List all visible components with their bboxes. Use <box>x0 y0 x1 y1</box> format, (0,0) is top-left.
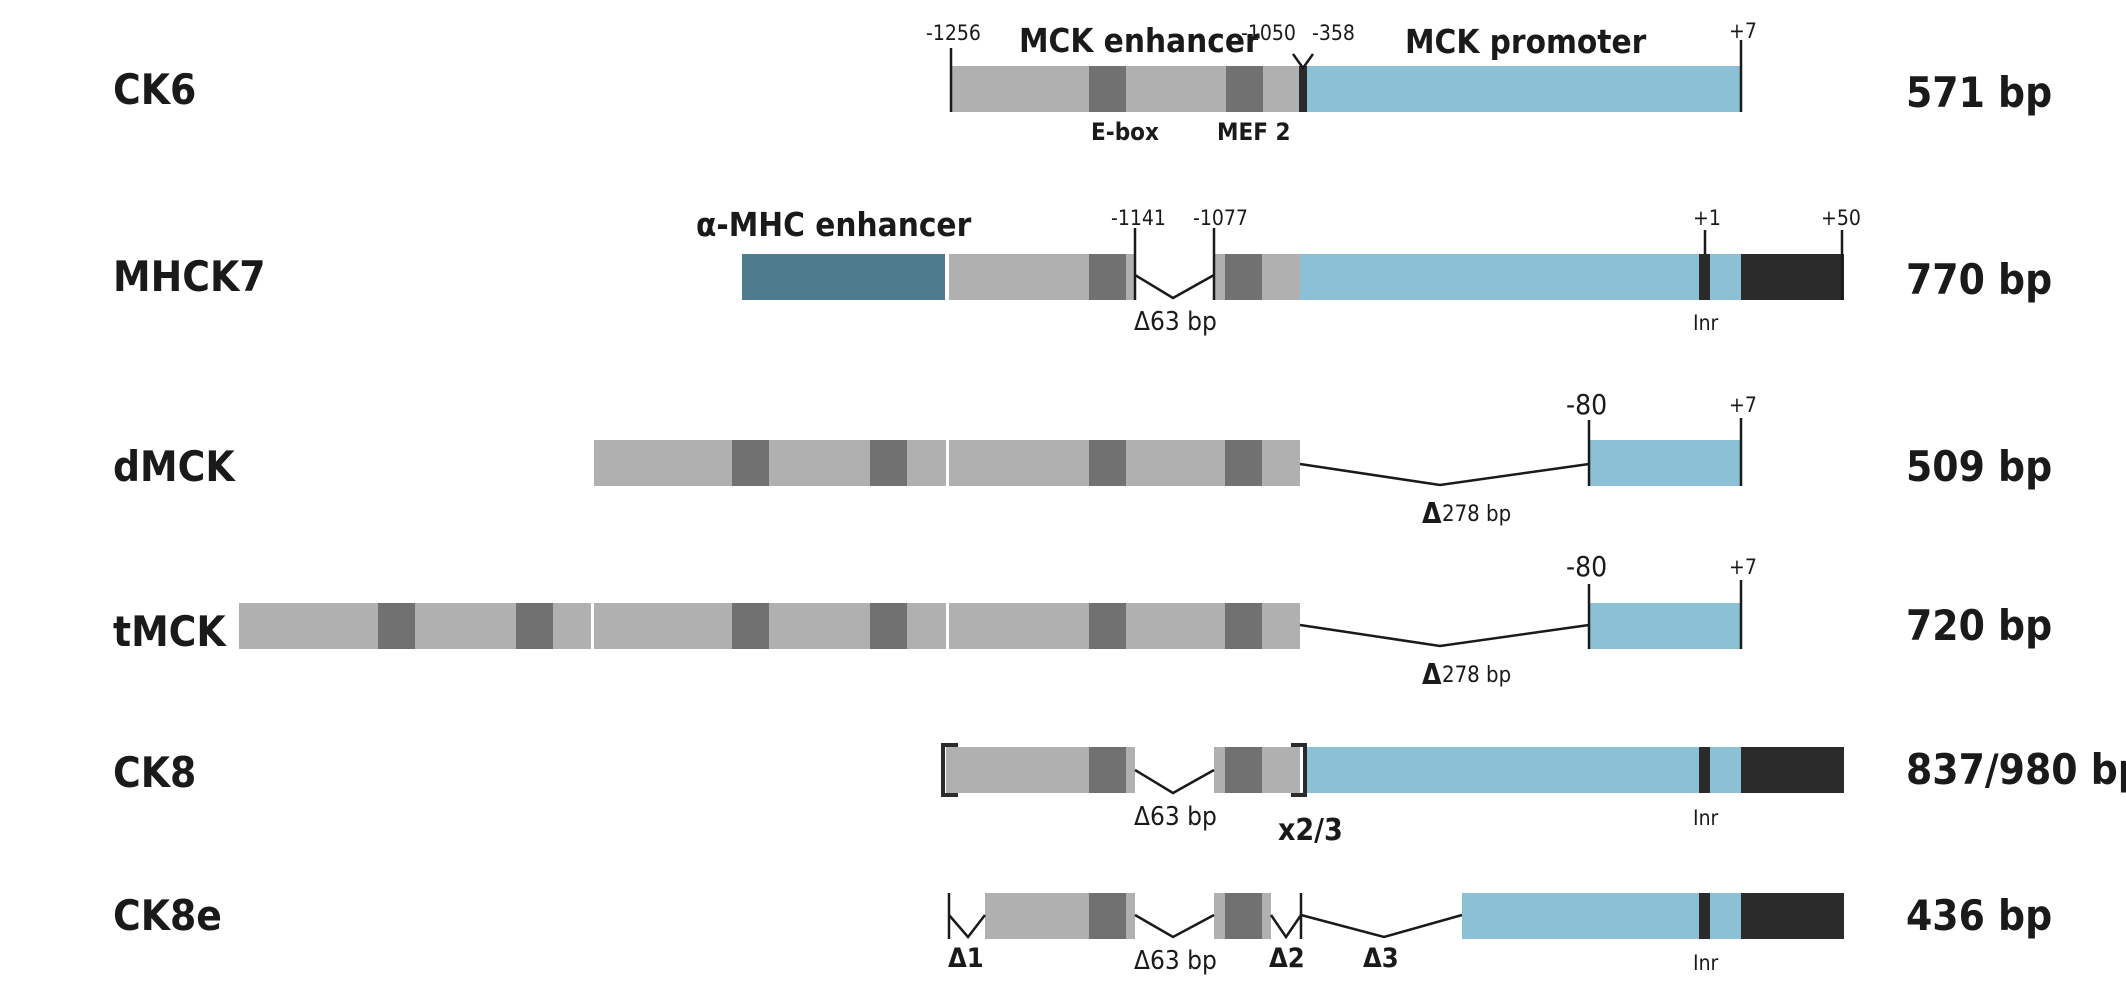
construct-name-ck8e: CK8e <box>113 891 222 940</box>
construct-name-tmck: tMCK <box>113 607 227 656</box>
tmck-coord-end: +7 <box>1729 555 1757 579</box>
ck8e-delta3-line <box>1300 913 1463 939</box>
dmck-copy2-mef2 <box>1225 440 1262 486</box>
construct-size-mhck7: 770 bp <box>1906 255 2052 304</box>
ck6-junction-caret <box>1291 53 1315 71</box>
ck8e-exon-block <box>1741 893 1844 939</box>
mck-enhancer-heading: MCK enhancer <box>1019 21 1260 60</box>
ck8-right-bracket <box>1291 743 1307 797</box>
mhck7-inr-block <box>1699 254 1710 300</box>
mhck7-coord-deletion-start: -1141 <box>1111 206 1166 230</box>
ck8-inr-label: Inr <box>1693 806 1719 830</box>
tmck-copy2-e-box <box>732 603 769 649</box>
ck6-mef2-block <box>1226 66 1263 112</box>
ck6-e-box-block <box>1089 66 1126 112</box>
ck8e-delta2-label: Δ2 <box>1269 943 1305 974</box>
ck8-left-bracket <box>941 743 958 797</box>
ck8-construct: Δ63 bp x2/3 Inr <box>941 743 1844 848</box>
mhck7-exon-block <box>1741 254 1844 300</box>
mhc-enhancer-heading: α-MHC enhancer <box>696 205 972 244</box>
tmck-copy3-e-box <box>1089 603 1126 649</box>
tmck-promoter-block <box>1589 603 1741 649</box>
ck6-coord-end: +7 <box>1729 19 1757 43</box>
construct-size-ck6: 571 bp <box>1906 68 2052 117</box>
ck8e-inr-block <box>1699 893 1710 939</box>
dmck-construct: -80 +7 Δ 278 bp <box>594 388 1757 530</box>
tmck-copy2-mef2 <box>870 603 907 649</box>
construct-name-mhck7: MHCK7 <box>113 252 266 301</box>
tmck-delta-symbol: Δ <box>1422 658 1442 691</box>
ck8-inr-block <box>1699 747 1710 793</box>
ck8e-delta1-v <box>948 914 986 939</box>
ck8e-delta63-v <box>1134 913 1215 939</box>
ck8-e-box-block <box>1089 747 1126 793</box>
mhck7-coord-tss: +1 <box>1693 206 1721 230</box>
ck8e-delta3-label: Δ3 <box>1363 943 1399 974</box>
mhck7-construct: α-MHC enhancer -1141 -1077 +1 +50 Δ63 bp… <box>696 205 1861 337</box>
mhck7-coord-deletion-end: -1077 <box>1193 206 1248 230</box>
dmck-promoter-block <box>1589 440 1741 486</box>
ck8-mef2-block <box>1225 747 1262 793</box>
mhck7-mck-promoter-block <box>1300 254 1741 300</box>
mhck7-e-box-block <box>1089 254 1126 300</box>
construct-name-ck6: CK6 <box>113 65 196 114</box>
ck8-deletion-v <box>1134 768 1215 795</box>
ck8-delta63-label: Δ63 bp <box>1134 802 1217 832</box>
mhck7-coord-end: +50 <box>1821 206 1861 230</box>
tmck-deletion-line <box>1299 623 1590 648</box>
mhck7-mef2-block <box>1225 254 1262 300</box>
dmck-coord-end: +7 <box>1729 393 1757 417</box>
ck8-multiplier-label: x2/3 <box>1278 813 1343 848</box>
mhck7-delta63-label: Δ63 bp <box>1134 307 1217 337</box>
construct-size-ck8e: 436 bp <box>1906 891 2052 940</box>
construct-size-ck8: 837/980 bp <box>1906 745 2126 794</box>
ck6-construct: MCK enhancer MCK promoter -1256 -1050 -3… <box>926 19 1757 146</box>
ck8e-mef2-block <box>1225 893 1262 939</box>
dmck-coord-promoter-start: -80 <box>1566 388 1607 421</box>
ck8-exon-block <box>1741 747 1844 793</box>
dmck-delta-size: 278 bp <box>1442 502 1511 527</box>
dmck-copy1-mef2 <box>870 440 907 486</box>
dmck-deletion-line <box>1299 462 1590 487</box>
dmck-copy1-e-box <box>732 440 769 486</box>
construct-size-tmck: 720 bp <box>1906 601 2052 650</box>
tmck-coord-promoter-start: -80 <box>1566 550 1607 583</box>
ck8e-delta63-label: Δ63 bp <box>1134 946 1217 976</box>
construct-name-dmck: dMCK <box>113 442 236 491</box>
tmck-delta-size: 278 bp <box>1442 663 1511 688</box>
mck-promoter-heading: MCK promoter <box>1405 22 1647 61</box>
ck6-coord-promoter-start: -358 <box>1312 21 1355 45</box>
e-box-label: E-box <box>1091 118 1159 146</box>
tmck-copy1-mef2 <box>516 603 553 649</box>
tmck-copy3-mef2 <box>1225 603 1262 649</box>
mhck7-inr-label: Inr <box>1693 311 1719 335</box>
ck8e-delta1-label: Δ1 <box>948 943 984 974</box>
ck6-coord-enhancer-end: -1050 <box>1241 21 1296 45</box>
mhck7-deletion-v <box>1134 273 1215 300</box>
tmck-construct: -80 +7 Δ 278 bp <box>239 550 1757 691</box>
ck6-coord-start: -1256 <box>926 21 981 45</box>
ck8e-e-box-block <box>1089 893 1126 939</box>
mhck7-mhc-enhancer-block <box>742 254 945 300</box>
ck8e-delta2-v <box>1269 914 1303 940</box>
ck6-mck-promoter-block <box>1307 66 1741 112</box>
ck8e-promoter-block <box>1462 893 1741 939</box>
construct-size-dmck: 509 bp <box>1906 442 2052 491</box>
ck8e-construct: Δ1 Δ63 bp Δ2 Δ3 Inr <box>947 893 1844 976</box>
ck6-junction-mark <box>1299 66 1307 112</box>
ck8e-inr-label: Inr <box>1693 951 1719 975</box>
dmck-copy2-e-box <box>1089 440 1126 486</box>
construct-name-ck8: CK8 <box>113 748 196 797</box>
tmck-copy1-e-box <box>378 603 415 649</box>
mef2-label: MEF 2 <box>1217 118 1291 146</box>
dmck-delta-symbol: Δ <box>1422 497 1442 530</box>
